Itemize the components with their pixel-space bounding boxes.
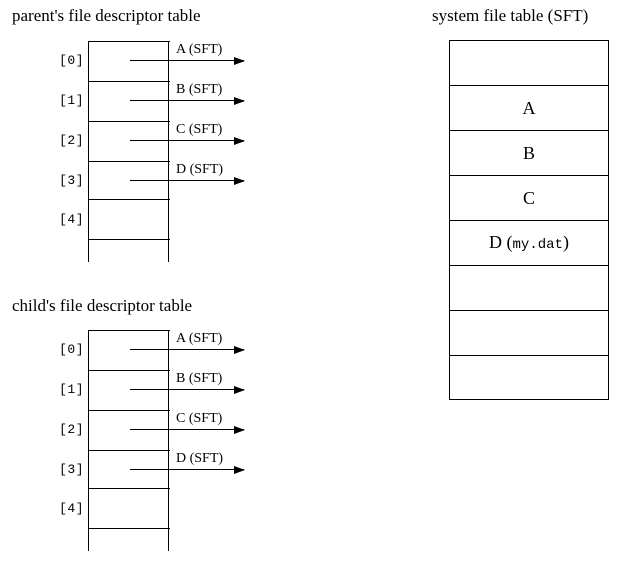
sft-row-3: C xyxy=(450,176,608,221)
child-index-2: [2] xyxy=(59,422,84,437)
sft-row-5 xyxy=(450,266,608,311)
child-file-descriptor-table xyxy=(88,330,170,551)
system-file-table-title: system file table (SFT) xyxy=(432,6,589,25)
table-row-divider xyxy=(88,199,170,200)
table-row-divider xyxy=(88,488,170,489)
table-row-divider xyxy=(88,370,170,371)
sft-cell-label: A xyxy=(522,98,536,118)
sft-row-4: D (my.dat) xyxy=(450,221,608,266)
child-index-0: [0] xyxy=(59,342,84,357)
parent-index-4: [4] xyxy=(59,212,84,227)
system-file-table: A B C D (my.dat) xyxy=(449,40,609,400)
table-row-divider xyxy=(88,41,170,42)
parent-index-3: [3] xyxy=(59,173,84,188)
sft-row-2: B xyxy=(450,131,608,176)
table-right-border xyxy=(168,41,169,262)
table-row-divider xyxy=(88,450,170,451)
sft-cell-label: B xyxy=(522,143,535,163)
sft-row-0 xyxy=(450,41,608,86)
child-pointer-arrow-2 xyxy=(130,425,245,434)
child-pointer-arrow-3 xyxy=(130,465,245,474)
child-index-1: [1] xyxy=(59,382,84,397)
parent-pointer-label-3: D (SFT) xyxy=(176,162,224,177)
child-table-title: child's file descriptor table xyxy=(12,296,193,315)
parent-pointer-arrow-0 xyxy=(130,56,245,65)
sft-row-6 xyxy=(450,311,608,356)
parent-index-2: [2] xyxy=(59,133,84,148)
table-row-divider xyxy=(88,239,170,240)
child-pointer-arrow-0 xyxy=(130,345,245,354)
table-left-border xyxy=(88,330,89,551)
sft-cell-filename: my.dat xyxy=(512,236,563,253)
child-pointer-label-0: A (SFT) xyxy=(176,331,223,346)
parent-file-descriptor-table xyxy=(88,41,170,262)
sft-cell-label-composite: D (my.dat) xyxy=(489,232,569,255)
parent-pointer-arrow-1 xyxy=(130,96,245,105)
parent-pointer-label-1: B (SFT) xyxy=(176,82,223,97)
table-right-border xyxy=(168,330,169,551)
table-row-divider xyxy=(88,121,170,122)
child-pointer-label-2: C (SFT) xyxy=(176,411,223,426)
table-left-border xyxy=(88,41,89,262)
child-index-4: [4] xyxy=(59,501,84,516)
parent-index-1: [1] xyxy=(59,93,84,108)
sft-cell-suffix: ) xyxy=(562,231,569,252)
child-index-3: [3] xyxy=(59,462,84,477)
child-pointer-arrow-1 xyxy=(130,385,245,394)
parent-table-title: parent's file descriptor table xyxy=(12,6,201,25)
table-row-divider xyxy=(88,528,170,529)
parent-pointer-arrow-2 xyxy=(130,136,245,145)
child-pointer-label-1: B (SFT) xyxy=(176,371,223,386)
child-pointer-label-3: D (SFT) xyxy=(176,451,224,466)
parent-pointer-arrow-3 xyxy=(130,176,245,185)
sft-cell-label: C xyxy=(522,188,535,208)
table-row-divider xyxy=(88,410,170,411)
parent-index-0: [0] xyxy=(59,53,84,68)
table-row-divider xyxy=(88,81,170,82)
sft-row-7 xyxy=(450,356,608,401)
parent-pointer-label-0: A (SFT) xyxy=(176,42,223,57)
table-row-divider xyxy=(88,330,170,331)
sft-row-1: A xyxy=(450,86,608,131)
parent-pointer-label-2: C (SFT) xyxy=(176,122,223,137)
sft-cell-prefix: D ( xyxy=(489,231,513,252)
table-row-divider xyxy=(88,161,170,162)
